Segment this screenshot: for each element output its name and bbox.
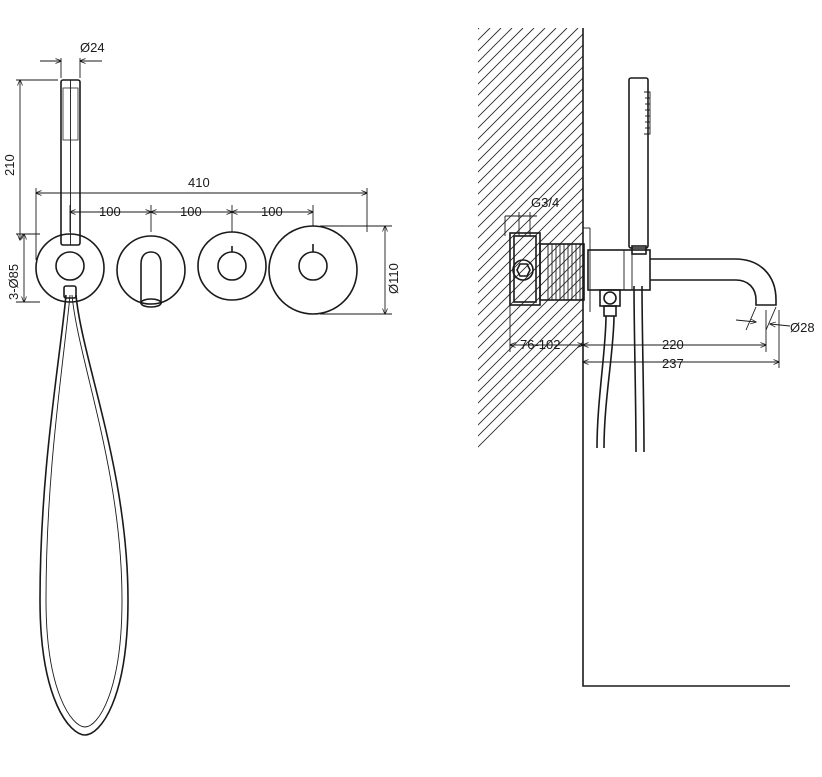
dim-small-plates: 3-Ø85 [6,234,40,302]
dim-label-overall-width: 410 [188,175,210,190]
hatch-line [478,28,480,740]
hatch-line [478,28,601,740]
dim-label-spacing-2: 100 [180,204,202,219]
hatch-line [478,28,623,740]
hatch-line [478,28,777,740]
hatch-line [478,28,790,740]
hatch-line [478,28,491,740]
hatch-line [478,28,700,740]
hatch-line [478,28,546,740]
hatch-line [478,28,790,740]
hatch-line [478,28,790,740]
hatch-line [478,28,790,740]
hatch-line [0,28,380,748]
hatch-line [478,28,678,740]
hatch-line [478,28,590,740]
hatch-line [478,28,513,740]
dim-outlet-diameter: Ø28 [735,306,815,335]
hatch-line [478,28,790,740]
hatch-line [478,28,790,740]
hatch-line [0,28,435,748]
dim-label-spacing-3: 100 [261,204,283,219]
dim-handset-height: 210 [2,80,58,240]
side-hand-shower [628,77,651,249]
hatch-line [478,28,722,740]
hatch-line [478,28,766,740]
hatch-line [0,28,424,748]
dim-handset-diameter: Ø24 [40,40,105,78]
wall-edge [582,28,790,687]
hatch-line [478,28,790,740]
hatch-line [0,28,391,748]
hatch-line [478,28,790,740]
dim-overall-width: 410 [36,175,367,260]
hatch-line [478,28,689,740]
shower-hose [39,294,129,736]
hand-shower [60,79,81,246]
front-view: Ø24 210 3-Ø85 410 [2,40,401,736]
hatch-line [0,28,446,748]
dim-spacing: 100 100 100 [70,204,313,232]
dim-total-reach: 237 [583,310,779,371]
concealed-valve-body [509,227,591,312]
hatch-line [478,28,634,740]
dim-label-small-plates: 3-Ø85 [6,264,21,300]
dim-label-outlet-diameter: Ø28 [790,320,815,335]
hatch-line [478,28,557,740]
diverter-plate [197,231,267,301]
side-view: G3/4 76-102 220 237 Ø28 [0,28,815,748]
dim-label-total-reach: 237 [662,356,684,371]
wall-hatching [0,28,790,748]
hatch-line [478,28,612,740]
hatch-line [0,28,413,748]
dim-label-large-plate: Ø110 [386,263,401,294]
hatch-line [478,28,711,740]
holder-plate [35,233,105,303]
spout-plate [116,235,186,308]
hatch-line [478,28,667,740]
dim-label-handset-diameter: Ø24 [80,40,105,55]
dim-wall-depth: 76-102 [510,300,583,352]
dim-label-spout-reach: 220 [662,337,684,352]
dim-large-plate: Ø110 [320,226,401,314]
hatch-line [478,28,790,740]
hatch-line [478,28,755,740]
hatch-line [478,28,502,740]
dim-label-handset-height: 210 [2,154,17,176]
dim-inlet-thread: G3/4 [504,195,559,236]
dim-label-spacing-1: 100 [99,204,121,219]
hatch-line [478,28,656,740]
hatch-line [478,28,788,740]
hatch-line [478,28,645,740]
hatch-line [478,28,790,740]
dim-label-wall-depth: 76-102 [520,337,560,352]
dim-spout-reach: 220 [583,310,766,352]
hatch-line [478,28,579,740]
dim-label-inlet-thread: G3/4 [531,195,559,210]
mixer-plate [268,225,358,315]
side-hose [596,285,645,453]
hatch-line [0,28,457,748]
